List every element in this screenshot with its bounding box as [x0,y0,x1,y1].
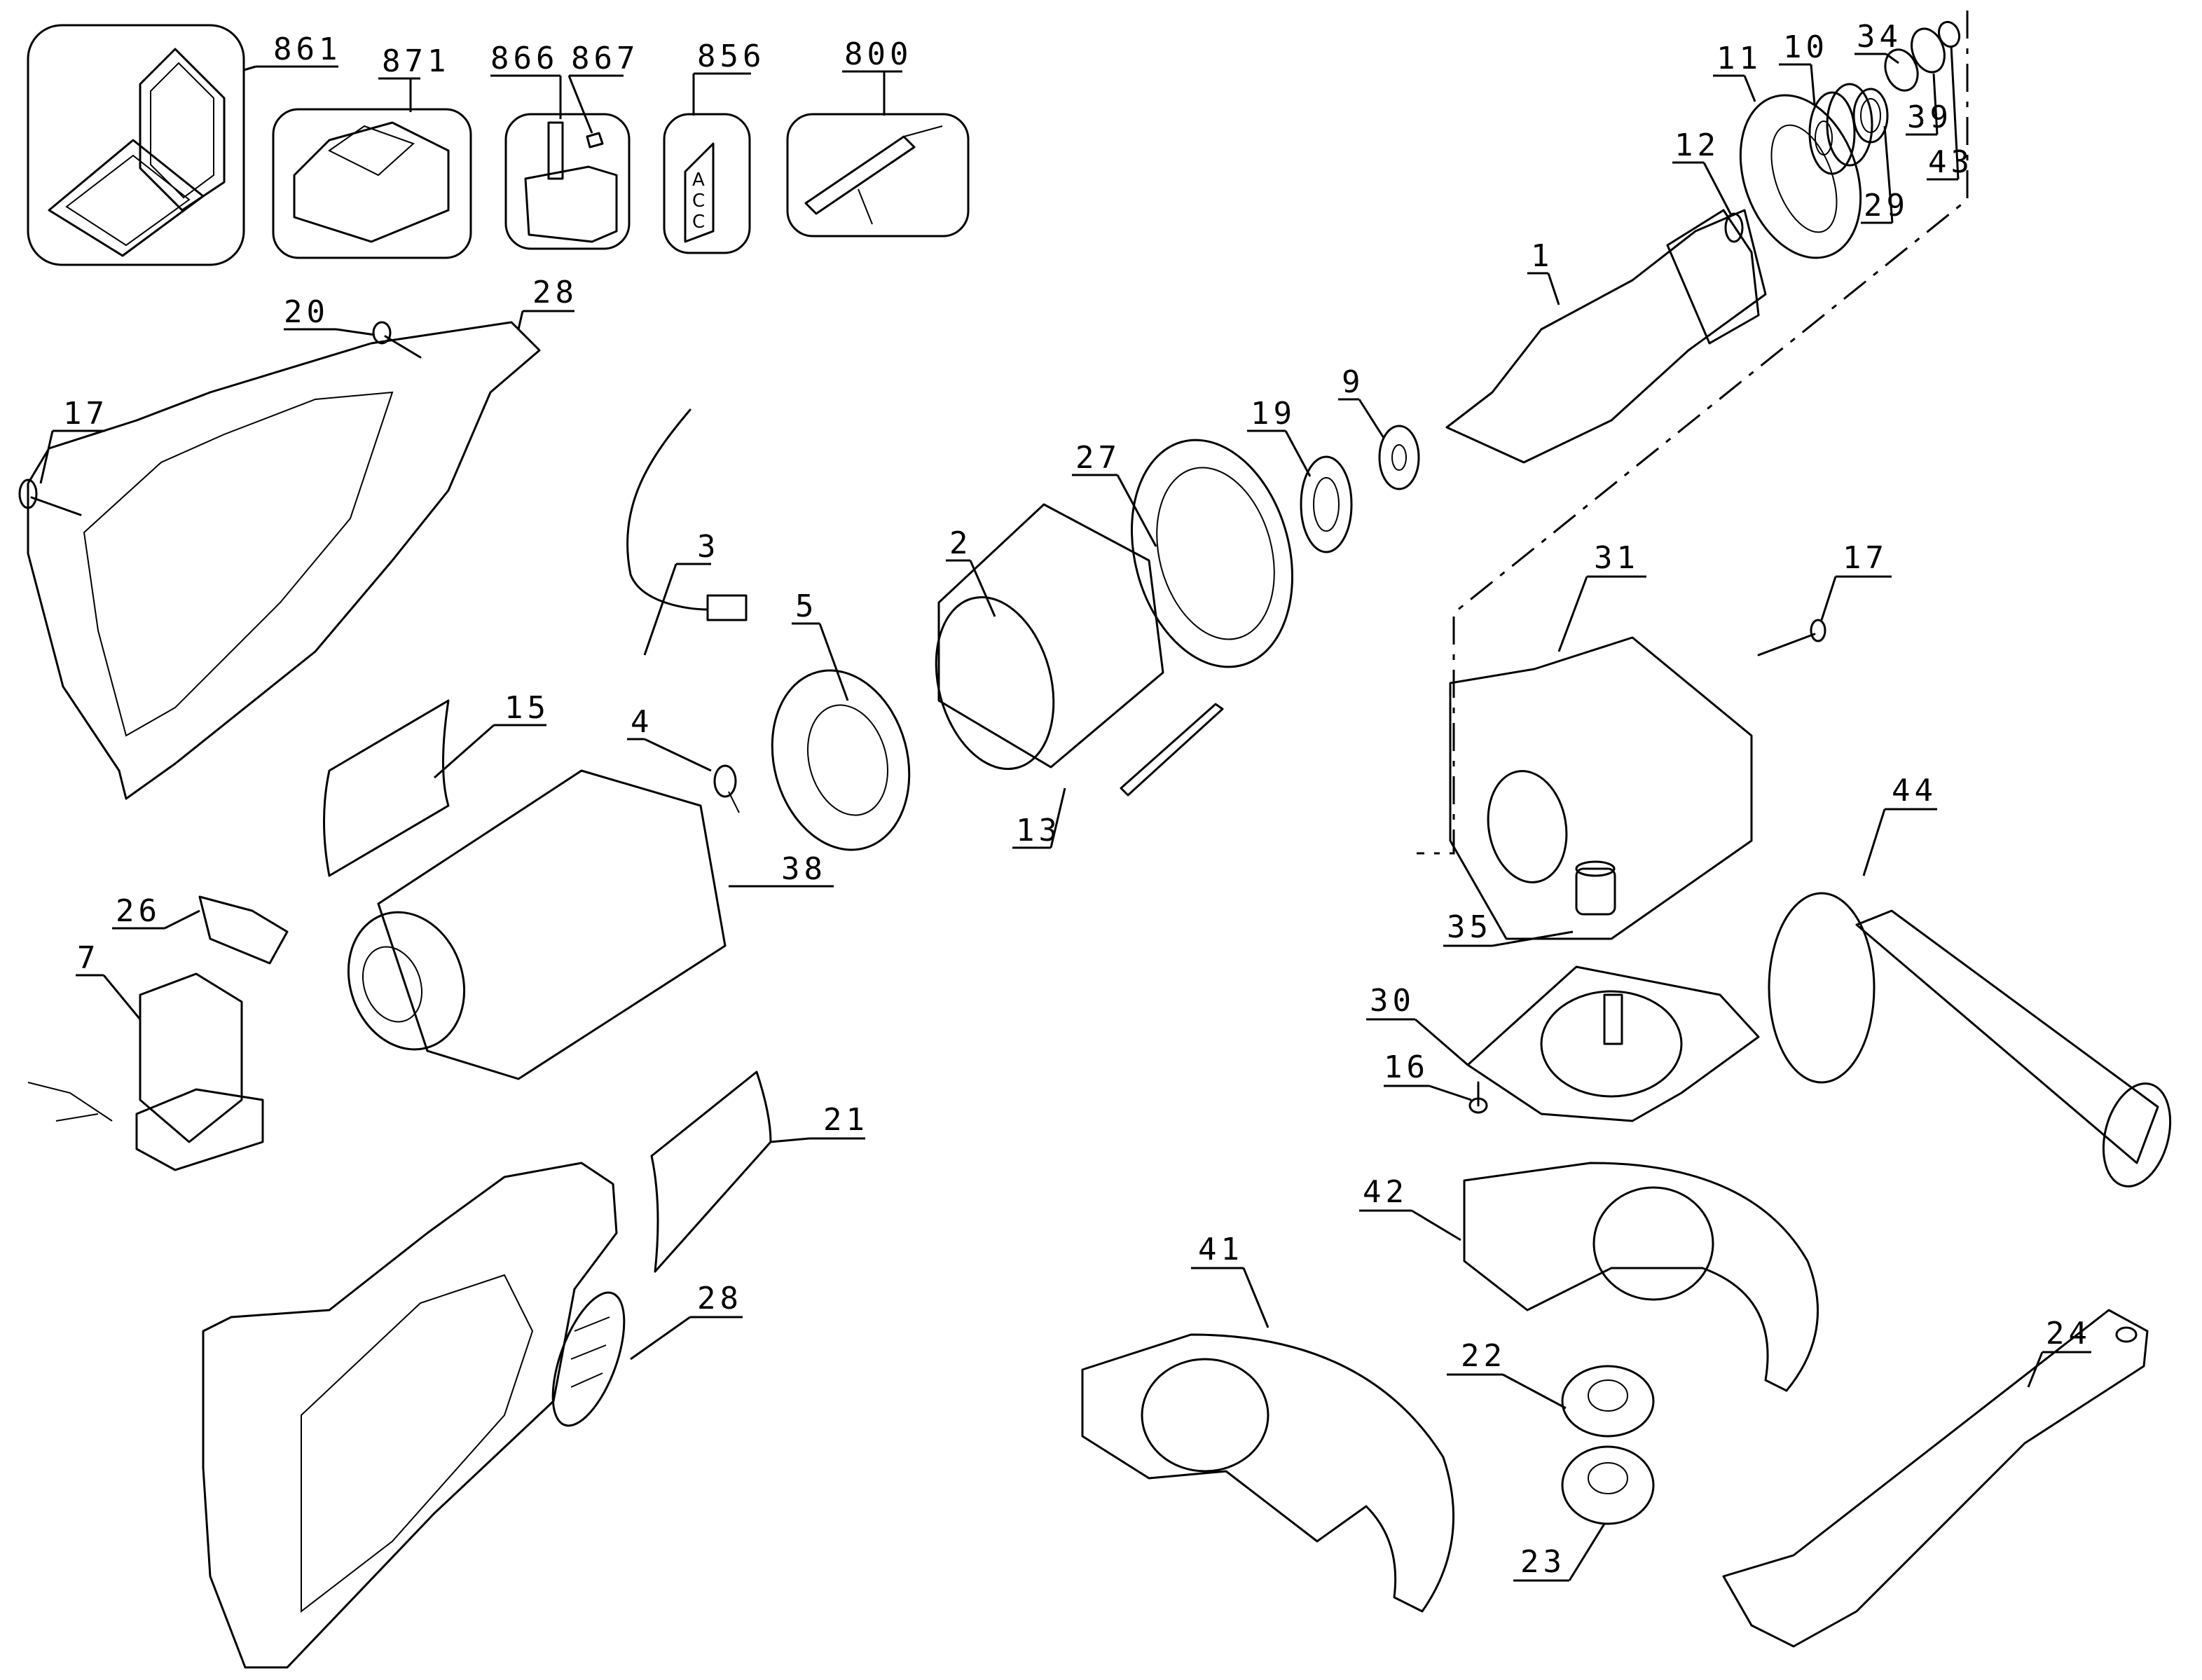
part-21-label: 21 [650,1070,869,1273]
label-15: 15 [504,690,550,726]
part-22-inner-flange: 22 [1447,1338,1655,1438]
label-44: 44 [1892,773,1937,808]
label-43: 43 [1928,144,1974,180]
part-11-retainer: 11 [1713,41,1862,259]
part-41-guard-large: 41 [1081,1232,1455,1613]
part-29-needle-bearing: 29 [1852,88,1909,224]
part-24-spanner: 24 [1722,1309,2149,1648]
part-16-screw: 16 [1384,1049,1488,1114]
part-3-lead-wire: 3 [626,408,748,656]
part-35-bushing: 35 [1443,860,1616,947]
part-15-label: 15 [323,690,550,877]
charger-871: 871 [272,43,472,259]
label-30: 30 [1370,983,1415,1019]
label-19: 19 [1251,396,1296,432]
battery-866-867: 866 867 [490,41,639,250]
axis-line [1417,11,1969,855]
part-17b-screw: 17 [1757,540,1892,656]
part-1-armature: 1 [1445,209,1767,464]
kit-box-861: 861 [27,24,341,266]
part-26-actuator: 26 [112,893,289,965]
part-7-switch: 7 [27,940,264,1171]
cord-800: 800 [786,36,970,237]
label-28a: 28 [532,275,578,310]
label-24: 24 [2046,1316,2091,1351]
part-10-bearing: 10 [1779,29,1873,175]
part-23-outer-flange: 23 [1513,1445,1655,1582]
tag-letter-c2: C [692,212,705,233]
part-20-screw: 20 [284,294,422,359]
label-861: 861 [273,32,341,67]
part-31-gear-case: 31 [1449,540,1753,940]
label-34: 34 [1857,19,1902,55]
tag-856: A C C 856 [663,39,765,254]
label-27: 27 [1075,440,1121,476]
label-41: 41 [1198,1232,1244,1267]
part-34-washer: 34 [1855,19,1919,92]
label-4: 4 [631,704,654,740]
part-28b-handle: 28 [202,1162,743,1669]
label-3: 3 [697,529,720,565]
label-9: 9 [1342,364,1365,400]
label-20: 20 [284,294,329,330]
label-13: 13 [1016,813,1061,848]
part-42-guard-small: 42 [1359,1162,1819,1392]
label-866: 866 [490,41,558,76]
tag-letter-c1: C [692,191,705,212]
label-35: 35 [1447,909,1492,945]
label-42: 42 [1363,1174,1408,1210]
part-27-baffle: 27 [1072,439,1294,668]
label-21: 21 [823,1102,869,1138]
part-13-through-bolt: 13 [1012,703,1224,849]
part-44-side-handle: 44 [1768,773,2172,1187]
tag-letter-a: A [692,170,705,191]
part-30-spindle: 30 [1366,965,1760,1122]
label-7: 7 [77,940,100,976]
label-28b: 28 [697,1281,743,1316]
label-10: 10 [1783,29,1829,65]
part-4-spring: 4 [627,704,740,813]
label-17b: 17 [1843,540,1888,576]
part-2-field-spacer: 2 [935,503,1164,771]
label-800: 800 [844,36,912,72]
part-19-bearing: 19 [1247,396,1353,553]
part-5-brush-holder: 5 [771,588,911,851]
label-29: 29 [1864,188,1909,223]
label-856: 856 [697,39,765,74]
label-31: 31 [1594,540,1639,576]
label-1: 1 [1531,238,1554,274]
label-16: 16 [1384,1049,1429,1085]
label-22: 22 [1461,1338,1506,1374]
label-5: 5 [795,588,818,624]
label-17a: 17 [63,396,109,432]
label-26: 26 [116,893,161,929]
label-12: 12 [1674,128,1720,163]
part-12-ring: 12 [1672,128,1744,243]
part-28a-housing-half: 28 [27,275,578,800]
label-867: 867 [571,41,639,76]
label-23: 23 [1520,1544,1566,1580]
part-43-ring: 43 [1927,20,1974,181]
label-39: 39 [1907,99,1953,135]
part-17a-screw: 17 [18,396,109,516]
label-2: 2 [949,525,972,561]
label-871: 871 [382,43,450,79]
label-38: 38 [781,851,827,887]
label-11: 11 [1716,41,1762,76]
part-9-washer: 9 [1338,364,1420,490]
part-39-seal: 39 [1906,27,1953,136]
part-38-motor-housing: 38 [347,769,834,1080]
